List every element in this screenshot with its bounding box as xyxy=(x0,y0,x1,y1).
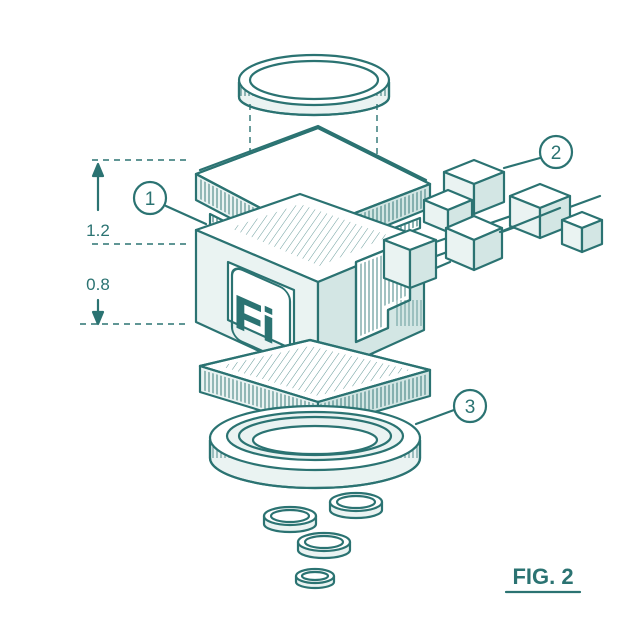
callout-1: 1 xyxy=(132,180,208,226)
small-coin-4 xyxy=(294,567,336,590)
callout-2: 2 xyxy=(502,134,574,170)
callout-3-number: 3 xyxy=(465,397,476,418)
dimension-label-upper: 1.2 xyxy=(86,221,110,240)
figure-label: FIG. 2 xyxy=(512,564,573,589)
chain-cube-5 xyxy=(382,228,438,290)
small-coin-2 xyxy=(262,505,318,534)
small-coin-1 xyxy=(328,491,384,520)
dimension-lines xyxy=(80,159,190,326)
callout-3: 3 xyxy=(414,388,488,426)
dimension-label-lower: 0.8 xyxy=(86,275,110,294)
chain-cube-6 xyxy=(560,210,604,254)
small-coins xyxy=(262,491,384,590)
chain-cube-4 xyxy=(444,214,504,272)
cube-chain xyxy=(382,158,604,290)
base-ring xyxy=(208,404,422,490)
callout-2-number: 2 xyxy=(551,143,562,164)
callout-1-number: 1 xyxy=(145,189,156,210)
top-coin xyxy=(237,53,391,117)
small-coin-3 xyxy=(296,531,352,560)
